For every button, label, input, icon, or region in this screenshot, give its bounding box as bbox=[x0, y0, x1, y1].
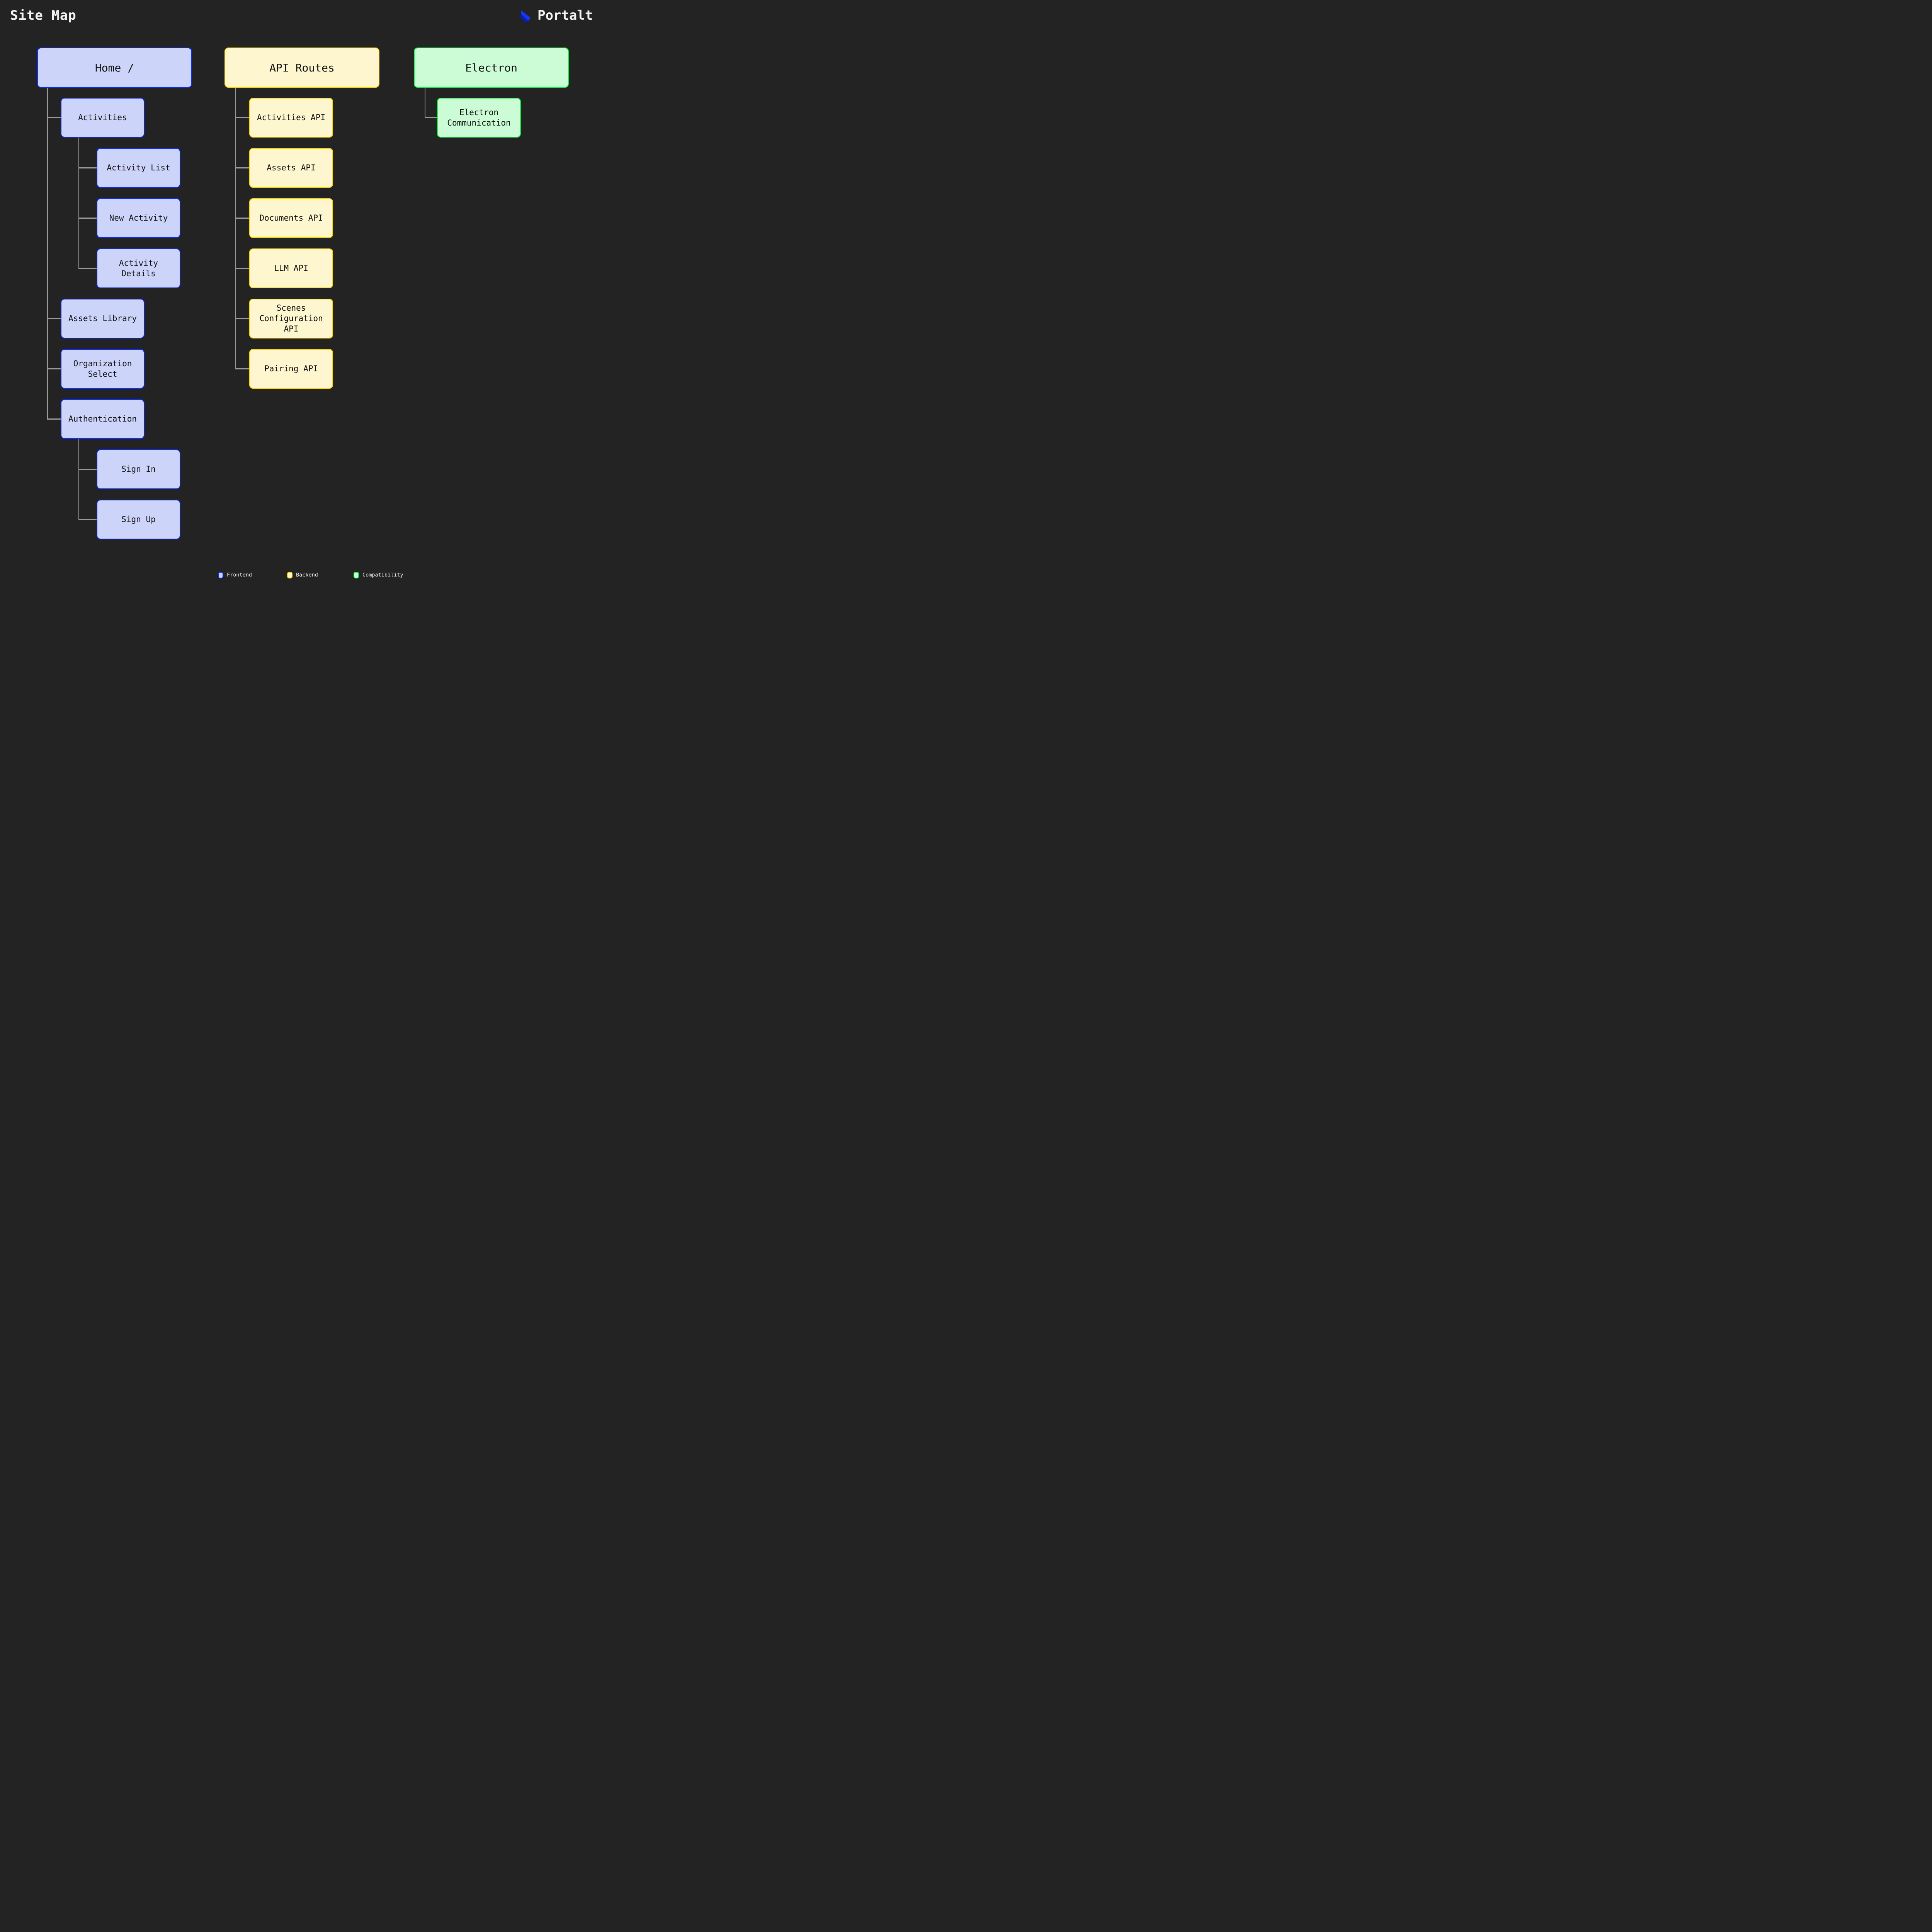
connector-stub-electron-communication bbox=[425, 117, 437, 118]
node-electron-communication[interactable]: Electron Communication bbox=[437, 98, 521, 138]
legend-item-backend: Backend bbox=[287, 571, 318, 579]
legend-item-frontend: Frontend bbox=[218, 571, 252, 579]
connector-stub-documents-api bbox=[235, 218, 249, 219]
connector-stub-new-activity bbox=[78, 218, 97, 219]
node-activity-details[interactable]: Activity Details bbox=[97, 248, 180, 288]
connector-stub-authentication bbox=[47, 418, 61, 420]
node-api-routes[interactable]: API Routes bbox=[224, 48, 379, 88]
node-activities-api[interactable]: Activities API bbox=[249, 98, 333, 138]
connector-stub-scenes-configuration-api bbox=[235, 318, 249, 319]
node-activity-list[interactable]: Activity List bbox=[97, 148, 180, 188]
node-assets-library[interactable]: Assets Library bbox=[61, 299, 145, 338]
node-pairing-api[interactable]: Pairing API bbox=[249, 349, 333, 389]
node-scenes-configuration-api[interactable]: Scenes Configuration API bbox=[249, 299, 333, 338]
connector-stub-assets-api bbox=[235, 167, 249, 168]
legend-label-frontend: Frontend bbox=[227, 572, 252, 578]
connector-stub-sign-in bbox=[78, 469, 97, 470]
sitemap-canvas: Site Map Portalt Home / Activities Activ… bbox=[0, 0, 606, 587]
connector-stub-activities-api bbox=[235, 117, 249, 118]
node-assets-api[interactable]: Assets API bbox=[249, 148, 333, 188]
connector-stub-llm-api bbox=[235, 268, 249, 269]
connector-stub-sign-up bbox=[78, 519, 97, 520]
node-organization-select[interactable]: Organization Select bbox=[61, 349, 145, 389]
connector-frontend-trunk bbox=[47, 88, 48, 420]
connector-authentication-trunk bbox=[78, 439, 80, 520]
legend-swatch-compatibility bbox=[354, 571, 359, 578]
node-activities[interactable]: Activities bbox=[61, 98, 145, 138]
legend-item-compatibility: Compatibility bbox=[354, 571, 403, 579]
connector-activities-trunk bbox=[78, 138, 80, 269]
page-title: Site Map bbox=[10, 8, 77, 23]
node-home[interactable]: Home / bbox=[37, 48, 192, 88]
node-documents-api[interactable]: Documents API bbox=[249, 198, 333, 238]
connector-stub-pairing-api bbox=[235, 368, 249, 369]
brand-logo-icon bbox=[521, 10, 531, 23]
node-electron[interactable]: Electron bbox=[414, 48, 569, 88]
legend-label-compatibility: Compatibility bbox=[362, 572, 403, 578]
node-sign-in[interactable]: Sign In bbox=[97, 449, 180, 489]
connector-backend-trunk bbox=[235, 88, 236, 369]
connector-compat-trunk bbox=[424, 88, 426, 118]
connector-stub-activity-list bbox=[78, 167, 97, 168]
legend-swatch-backend bbox=[287, 571, 293, 578]
connector-stub-organization-select bbox=[47, 368, 61, 369]
brand: Portalt bbox=[521, 8, 593, 23]
connector-stub-activities bbox=[47, 117, 61, 118]
connector-stub-activity-details bbox=[78, 268, 97, 269]
legend-label-backend: Backend bbox=[296, 572, 318, 578]
brand-name: Portalt bbox=[537, 8, 593, 23]
node-sign-up[interactable]: Sign Up bbox=[97, 500, 180, 539]
node-new-activity[interactable]: New Activity bbox=[97, 198, 180, 238]
node-authentication[interactable]: Authentication bbox=[61, 399, 145, 439]
legend-swatch-frontend bbox=[218, 571, 223, 578]
node-llm-api[interactable]: LLM API bbox=[249, 248, 333, 288]
connector-stub-assets-library bbox=[47, 318, 61, 319]
